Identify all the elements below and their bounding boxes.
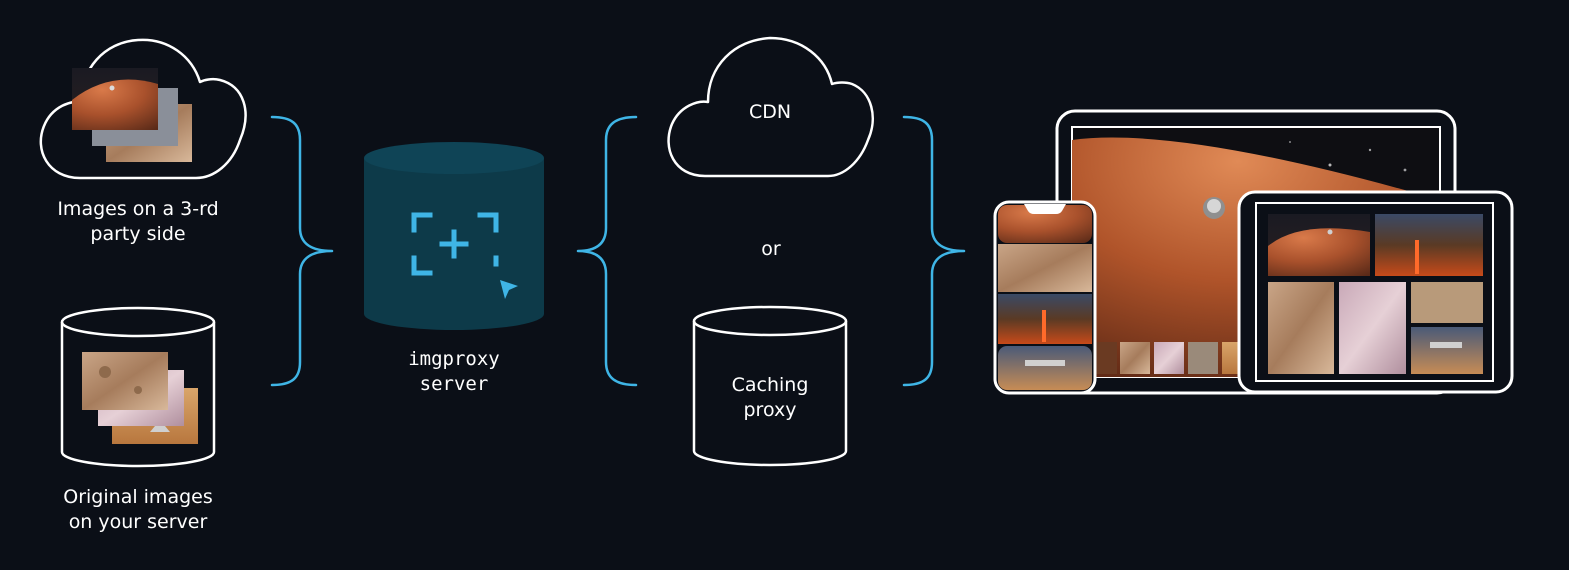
- server-label-line2: server: [420, 373, 489, 395]
- caching-proxy: Caching proxy: [692, 305, 848, 467]
- brace-sources-to-server: [270, 115, 334, 387]
- third-party-label-line2: party side: [90, 223, 185, 245]
- cdn-label: CDN: [749, 101, 791, 123]
- own-server-label-line1: Original images: [63, 486, 212, 508]
- client-devices: [993, 109, 1514, 395]
- brace-cache-to-devices: [902, 115, 966, 387]
- brace-server-to-cache: [576, 115, 638, 387]
- small-tablet-device: [1237, 190, 1514, 394]
- server-label-line1: imgproxy: [408, 348, 500, 370]
- third-party-source: Images on a 3-rd party side: [39, 38, 247, 245]
- crop-plus-icon: [411, 212, 499, 276]
- cdn: CDN: [667, 36, 874, 178]
- caching-proxy-label-line1: Caching: [732, 374, 809, 396]
- caching-proxy-label-line2: proxy: [744, 399, 797, 421]
- phone-device: [993, 200, 1097, 395]
- imgproxy-server: imgproxy server: [364, 142, 544, 395]
- cursor-arrow-icon: [500, 280, 518, 299]
- phone-notch: [1024, 204, 1066, 214]
- database-icon: [60, 322, 216, 468]
- third-party-label-line1: Images on a 3-rd: [57, 198, 218, 220]
- database-icon: [692, 321, 848, 467]
- or-label: or: [761, 238, 781, 260]
- cloud-icon: [667, 36, 874, 178]
- own-server-label-line2: on your server: [69, 511, 208, 533]
- cloud-icon: [39, 38, 247, 180]
- image-stack-icon: [72, 68, 192, 162]
- own-server-source: Original images on your server: [60, 306, 216, 533]
- image-stack-icon: [82, 352, 198, 444]
